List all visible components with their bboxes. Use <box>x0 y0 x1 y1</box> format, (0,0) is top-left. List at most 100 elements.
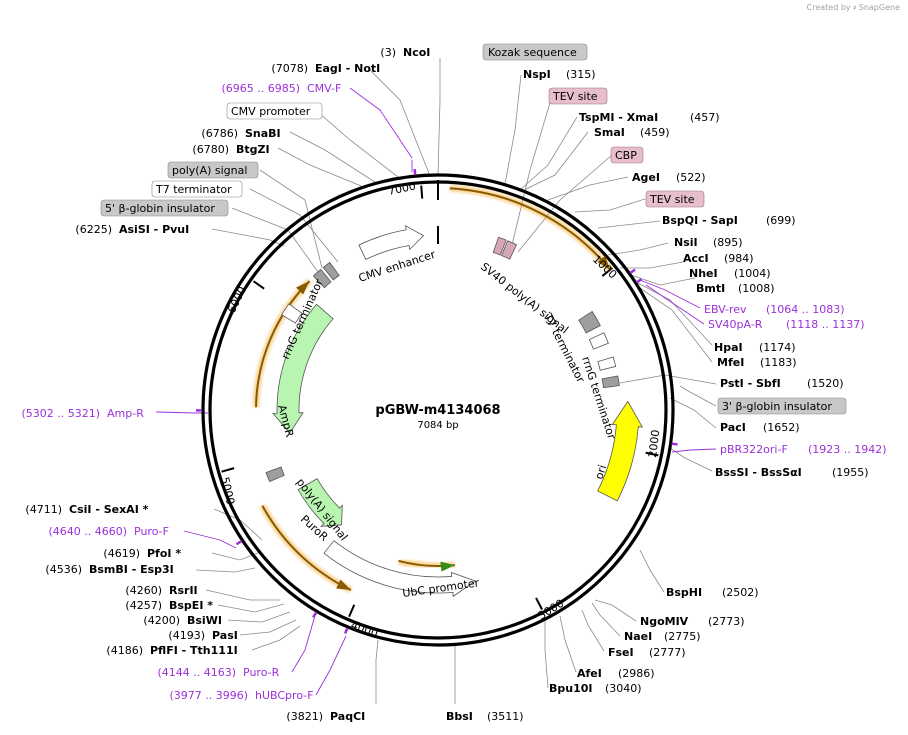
site-pos-ngomiv: (2773) <box>708 615 745 628</box>
primer-labels: (6965 .. 6985) CMV-F EBV-rev (1064 .. 10… <box>21 82 886 702</box>
site-pfoi: PfoI * <box>147 547 181 560</box>
ori-label: ori <box>592 463 609 481</box>
credit-prefix: Created by <box>806 3 851 12</box>
feature-sv40-polya-block <box>578 310 601 334</box>
site-pos-psti: (1520) <box>807 377 844 390</box>
primer-ebvrev: EBV-rev <box>704 303 747 316</box>
site-snabi: SnaBI <box>245 127 281 140</box>
primer-mark-3 <box>671 442 678 446</box>
site-psti-sbfi: PstI - SbfI <box>720 377 781 390</box>
tag-cmv-promoter: CMV promoter <box>226 102 323 120</box>
site-pos-naei: (2775) <box>664 630 701 643</box>
tick-2000 <box>645 451 659 457</box>
feature-tev-site-block <box>501 240 518 260</box>
primer-range-purof: (4640 .. 4660) <box>48 525 127 538</box>
primer-mark-5 <box>235 539 243 546</box>
site-pos-agei: (522) <box>676 171 706 184</box>
site-pos-tspmi: (457) <box>690 111 720 124</box>
site-pos-paqci: (3821) <box>286 710 323 723</box>
orf-arc-top-right <box>449 187 611 271</box>
site-btgzi: BtgZI <box>236 143 270 156</box>
tick-6000 <box>252 280 265 290</box>
feature-ampr <box>272 303 334 434</box>
orf-arc-left-head <box>296 281 310 295</box>
feature-cmv-enhancer <box>358 225 425 260</box>
primer-pbr322orif: pBR322ori-F <box>720 443 788 456</box>
site-pos-pasi: (4193) <box>168 629 205 642</box>
primer-ampr: Amp-R <box>107 407 144 420</box>
svg-text:TEV site: TEV site <box>649 193 695 206</box>
primer-range-pbr322orif: (1923 .. 1942) <box>808 443 887 456</box>
primer-mark-2 <box>635 278 643 284</box>
site-naei: NaeI <box>624 630 652 643</box>
site-nspi: NspI <box>523 68 551 81</box>
feature-ori <box>597 400 644 502</box>
tick-label-5000: 5000 <box>218 476 237 506</box>
feature-ubc-inner-arrow-head <box>440 561 455 572</box>
site-pos-nspi: (315) <box>566 68 596 81</box>
rrng-terminator-label-right: rrnG terminator <box>579 355 618 441</box>
site-pos-ncoi: (3) <box>380 46 396 59</box>
site-csii-sexai: CsiI - SexAI * <box>69 503 149 516</box>
site-pos-bpu10i: (3040) <box>605 682 642 695</box>
site-bsmbi-esp3i: BsmBI - Esp3I <box>89 563 174 576</box>
primer-hubcprof: hUBCpro-F <box>255 689 314 702</box>
site-pos-rsrii: (4260) <box>125 584 162 597</box>
feature-polya-signal-left <box>265 466 285 483</box>
tag-cbp: CBP <box>610 146 644 164</box>
feature-arrows <box>195 169 678 634</box>
primer-leader-lines <box>155 87 717 696</box>
tag-tev-site-2: TEV site <box>645 190 705 208</box>
site-bsssi: BssSI - BssSαI <box>715 466 802 479</box>
snapgene-credit: Created by ⸗ SnapGene <box>807 2 900 13</box>
site-agei: AgeI <box>632 171 660 184</box>
site-bmti: BmtI <box>696 282 725 295</box>
primer-sv40par: SV40pA-R <box>708 318 763 331</box>
svg-text:CBP: CBP <box>615 149 637 162</box>
snapgene-logo-icon: ⸗ <box>853 3 857 13</box>
site-pos-bbsi: (3511) <box>487 710 524 723</box>
site-fsei: FseI <box>608 646 634 659</box>
tick-5000 <box>221 467 235 473</box>
site-bspei: BspEI * <box>169 599 213 612</box>
site-pos-smai: (459) <box>640 126 670 139</box>
svg-text:Kozak sequence: Kozak sequence <box>488 46 577 59</box>
site-pos-pfoi: (4619) <box>103 547 140 560</box>
site-bpu10i: Bpu10I <box>549 682 593 695</box>
feature-polya-top-left-2 <box>322 261 340 281</box>
site-pos-btgzi: (6780) <box>192 143 229 156</box>
site-mfei: MfeI <box>717 356 744 369</box>
primer-range-ebvrev: (1064 .. 1083) <box>766 303 845 316</box>
site-pos-hpai: (1174) <box>759 341 796 354</box>
site-acci: AccI <box>683 252 709 265</box>
ruler-ticks <box>221 180 659 618</box>
feature-3-globin-block <box>601 375 620 389</box>
site-pasi: PasI <box>212 629 238 642</box>
svg-text:TEV site: TEV site <box>552 90 598 103</box>
svg-text:poly(A) signal: poly(A) signal <box>172 164 247 177</box>
site-pos-mfei: (1183) <box>760 356 797 369</box>
site-nhei: NheI <box>689 267 718 280</box>
site-paqci: PaqCI <box>330 710 365 723</box>
site-ncoi: NcoI <box>403 46 430 59</box>
site-labels: (3) NcoI (7078) EagI - NotI (6786) SnaBI… <box>25 46 868 723</box>
site-pos-nhei: (1004) <box>734 267 771 280</box>
site-pos-bmti: (1008) <box>738 282 775 295</box>
tick-label-2000: 2000 <box>646 429 662 458</box>
site-pos-asisi: (6225) <box>75 223 112 236</box>
tick-4000 <box>348 604 356 618</box>
site-pos-bspqi: (699) <box>766 214 796 227</box>
site-pos-bspei: (4257) <box>125 599 162 612</box>
site-hpai: HpaI <box>714 341 743 354</box>
site-afei: AfeI <box>577 667 602 680</box>
site-pflfi-tth111i: PflFI - Tth111I <box>150 644 238 657</box>
site-pos-csii: (4711) <box>25 503 62 516</box>
primer-range-puror: (4144 .. 4163) <box>157 666 236 679</box>
site-pos-nsii: (895) <box>713 236 743 249</box>
tick-label-4000: 4000 <box>349 619 380 641</box>
site-asisi-pvui: AsiSI - PvuI <box>119 223 189 236</box>
site-pos-eagi: (7078) <box>271 62 308 75</box>
svg-text:3' β-globin insulator: 3' β-globin insulator <box>722 400 832 413</box>
svg-text:T7 terminator: T7 terminator <box>155 183 232 196</box>
tick-1000 <box>601 267 614 277</box>
